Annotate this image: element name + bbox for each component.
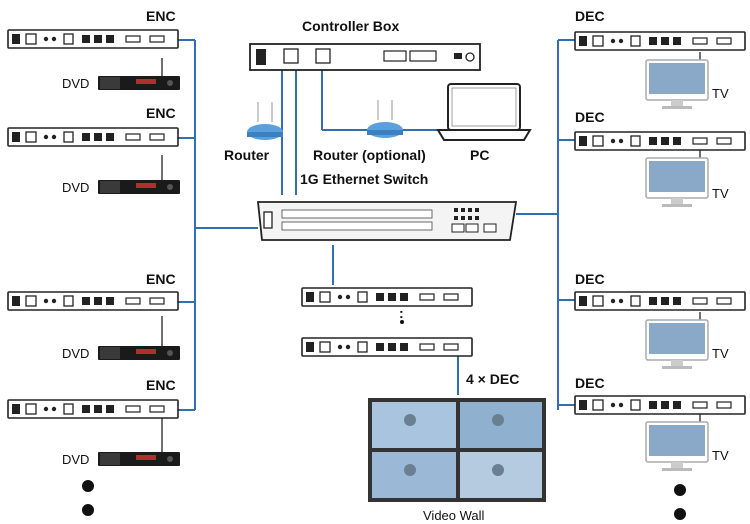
continuation-dot — [82, 504, 94, 516]
tv-label: TV — [712, 86, 729, 101]
ellipsis-dot — [400, 320, 404, 324]
video-wall-label: Video Wall — [423, 508, 485, 523]
video-wall — [368, 398, 546, 502]
pc-label: PC — [470, 147, 489, 163]
switch-label: 1G Ethernet Switch — [300, 171, 428, 187]
dvd-player — [98, 180, 180, 194]
router — [247, 102, 283, 140]
dvd-label: DVD — [62, 76, 89, 91]
tv-label: TV — [712, 448, 729, 463]
enc-label: ENC — [146, 377, 176, 393]
router-optional-label: Router (optional) — [313, 147, 426, 163]
dvd-label: DVD — [62, 452, 89, 467]
dvd-label: DVD — [62, 346, 89, 361]
controller-box-label: Controller Box — [302, 18, 399, 34]
laptop — [436, 83, 532, 141]
continuation-dot — [674, 508, 686, 520]
tv-monitor — [645, 59, 709, 110]
encoder-device — [7, 399, 179, 419]
tv-monitor — [645, 319, 709, 370]
tv-label: TV — [712, 186, 729, 201]
ethernet-switch — [257, 201, 518, 241]
enc-label: ENC — [146, 105, 176, 121]
vertical-ellipsis: : — [399, 305, 404, 321]
router-label: Router — [224, 147, 270, 163]
continuation-dot — [674, 484, 686, 496]
dvd-label: DVD — [62, 180, 89, 195]
encoder-device — [7, 127, 179, 147]
encoder-device — [7, 291, 179, 311]
dvd-player — [98, 452, 180, 466]
decoder-device — [574, 395, 746, 415]
dec-label: DEC — [575, 109, 605, 125]
dec-label: DEC — [575, 271, 605, 287]
enc-label: ENC — [146, 271, 176, 287]
encoder-device — [7, 29, 179, 49]
continuation-dot — [82, 480, 94, 492]
video-wall-decoder — [301, 337, 473, 357]
decoder-device — [574, 131, 746, 151]
tv-monitor — [645, 421, 709, 472]
controller-box — [249, 43, 481, 71]
router-optional — [367, 100, 403, 138]
decoder-device — [574, 291, 746, 311]
tv-label: TV — [712, 346, 729, 361]
dvd-player — [98, 76, 180, 90]
tv-monitor — [645, 157, 709, 208]
dec-label: DEC — [575, 8, 605, 24]
enc-label: ENC — [146, 8, 176, 24]
video-wall-decoder — [301, 287, 473, 307]
decoder-device — [574, 31, 746, 51]
dvd-player — [98, 346, 180, 360]
dec-label: DEC — [575, 375, 605, 391]
dec-count-label: 4 × DEC — [466, 371, 519, 387]
